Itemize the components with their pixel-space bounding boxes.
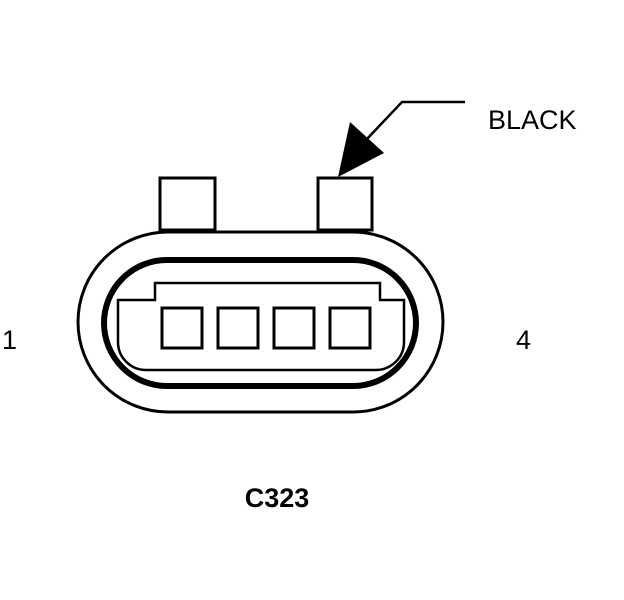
- locking-tab-left: [158, 176, 217, 232]
- arrow-head-icon: [338, 122, 384, 177]
- pin-4-label: 4: [516, 325, 531, 355]
- terminal-pin-4: [328, 306, 372, 350]
- terminal-pin-1: [160, 306, 204, 350]
- pin-1-label: 1: [2, 325, 17, 355]
- color-label: BLACK: [488, 105, 577, 135]
- terminal-pin-3: [272, 306, 316, 350]
- terminal-pin-2: [216, 306, 260, 350]
- locking-tab-right: [316, 176, 374, 232]
- leader-line: [365, 100, 465, 141]
- connector-name: C323: [245, 483, 310, 513]
